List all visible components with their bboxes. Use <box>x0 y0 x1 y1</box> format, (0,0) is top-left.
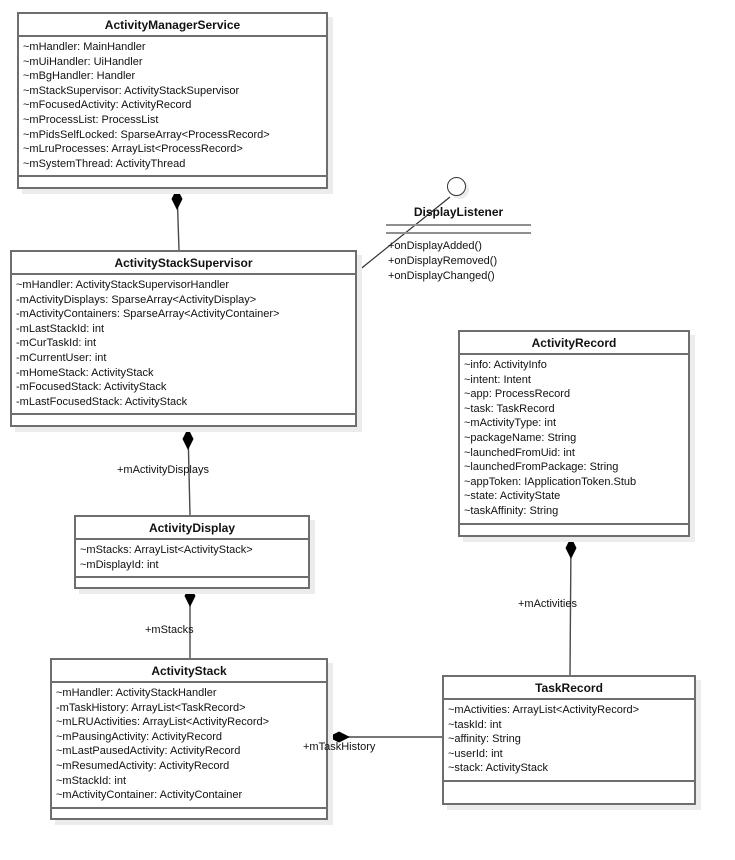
attribute-row: ~mLastPausedActivity: ActivityRecord <box>56 745 241 758</box>
class-name: ActivityStackSupervisor <box>12 252 355 275</box>
interface-separator-rule <box>386 224 531 226</box>
attribute-row: ~mProcessList: ProcessList <box>23 113 159 126</box>
attribute-row: -mActivityContainers: SparseArray<Activi… <box>16 308 280 321</box>
attributes-compartment: ~mHandler: ActivityStackHandler -mTaskHis… <box>52 683 326 809</box>
association-label-mactivities: +mActivities <box>518 598 577 610</box>
attributes-compartment: ~mStacks: ArrayList<ActivityStack> ~mDisp… <box>76 540 308 579</box>
attribute-row: ~intent: Intent <box>464 373 531 386</box>
attribute-row: ~mFocusedActivity: ActivityRecord <box>23 99 192 112</box>
class-name: ActivityRecord <box>460 332 688 355</box>
class-task-record[interactable]: TaskRecord ~mActivities: ArrayList<Activ… <box>442 675 696 805</box>
attribute-row: ~taskId: int <box>448 718 502 731</box>
attribute-row: ~mStacks: ArrayList<ActivityStack> <box>80 544 253 556</box>
attribute-row: ~appToken: IApplicationToken.Stub <box>464 475 637 488</box>
attribute-row: +onDisplayChanged() <box>388 270 495 283</box>
attributes-compartment: ~mHandler: ActivityStackSupervisorHandle… <box>12 275 355 416</box>
attribute-row: ~task: TaskRecord <box>464 402 555 415</box>
composition-diamond-supervisor <box>182 428 194 450</box>
attribute-row: ~mStackSupervisor: ActivityStackSupervis… <box>23 84 240 97</box>
attribute-row: ~packageName: String <box>464 431 577 444</box>
attribute-row: ~mBgHandler: Handler <box>23 70 136 83</box>
interface-lollipop-icon[interactable] <box>447 177 466 196</box>
attribute-row: ~mDisplayId: int <box>80 558 159 571</box>
class-name: TaskRecord <box>444 677 694 700</box>
composition-diamond-record <box>565 537 577 559</box>
attribute-row: -mTaskHistory: ArrayList<TaskRecord> <box>56 701 246 714</box>
interface-name: DisplayListener <box>413 205 504 219</box>
class-name: ActivityDisplay <box>76 517 308 540</box>
attribute-row: +onDisplayRemoved() <box>388 255 498 268</box>
attribute-row: +onDisplayAdded() <box>388 240 482 252</box>
attribute-row: ~mLruProcesses: ArrayList<ProcessRecord> <box>23 143 243 156</box>
attribute-row: ~userId: int <box>448 747 503 760</box>
association-label-mstacks: +mStacks <box>145 624 194 636</box>
attribute-row: -mFocusedStack: ActivityStack <box>16 381 167 394</box>
interface-operations: +onDisplayAdded() +onDisplayRemoved() +onD… <box>388 239 497 285</box>
attribute-row: ~mActivityContainer: ActivityContainer <box>56 789 243 802</box>
attribute-row: ~mHandler: MainHandler <box>23 41 146 53</box>
attribute-row: -mHomeStack: ActivityStack <box>16 366 154 379</box>
class-activity-display[interactable]: ActivityDisplay ~mStacks: ArrayList<Acti… <box>74 515 310 590</box>
attributes-compartment: ~mHandler: MainHandler ~mUiHandler: UiHan… <box>19 37 326 178</box>
attribute-row: ~mActivityType: int <box>464 417 557 430</box>
attribute-row: ~mStackId: int <box>56 774 127 787</box>
attribute-row: ~mLRUActivities: ArrayList<ActivityRecor… <box>56 716 270 729</box>
attribute-row: ~mActivities: ArrayList<ActivityRecord> <box>448 704 640 716</box>
connector-supervisor-displaylistener <box>357 196 451 272</box>
association-label-mactivitydisplays: +mActivityDisplays <box>117 464 209 476</box>
attribute-row: ~mResumedActivity: ActivityRecord <box>56 759 230 772</box>
class-activity-stack[interactable]: ActivityStack ~mHandler: ActivityStackHa… <box>50 658 328 820</box>
operations-compartment-empty <box>76 578 308 588</box>
attributes-compartment: ~mActivities: ArrayList<ActivityRecord> ~… <box>444 700 694 782</box>
class-activity-record[interactable]: ActivityRecord ~info: ActivityInfo ~inten… <box>458 330 690 537</box>
attribute-row: ~mSystemThread: ActivityThread <box>23 157 186 170</box>
operations-compartment-empty <box>52 808 326 818</box>
attribute-row: -mLastFocusedStack: ActivityStack <box>16 395 188 408</box>
attribute-row: ~info: ActivityInfo <box>464 359 547 371</box>
attribute-row: ~launchedFromUid: int <box>464 446 575 459</box>
attribute-row: ~mUiHandler: UiHandler <box>23 55 143 68</box>
connector-record-task <box>569 538 572 676</box>
class-name: ActivityStack <box>52 660 326 683</box>
attribute-row: ~taskAffinity: String <box>464 504 559 517</box>
attributes-compartment: ~info: ActivityInfo ~intent: Intent ~app: … <box>460 355 688 525</box>
class-name: ActivityManagerService <box>19 14 326 37</box>
attribute-row: -mActivityDisplays: SparseArray<Activity… <box>16 293 257 306</box>
interface-separator-rule <box>386 232 531 234</box>
attribute-row: ~affinity: String <box>448 733 521 746</box>
attribute-row: ~stack: ActivityStack <box>448 762 548 775</box>
attribute-row: ~mHandler: ActivityStackSupervisorHandle… <box>16 279 230 291</box>
operations-compartment-empty <box>444 781 694 803</box>
attribute-row: ~mHandler: ActivityStackHandler <box>56 687 217 699</box>
attribute-row: ~mPidsSelfLocked: SparseArray<ProcessRec… <box>23 128 270 141</box>
association-label-mtaskhistory: +mTaskHistory <box>303 741 376 753</box>
composition-diamond-display <box>184 585 196 607</box>
attribute-row: -mLastStackId: int <box>16 322 105 335</box>
composition-diamond-stack <box>328 731 350 743</box>
attribute-row: -mCurTaskId: int <box>16 337 97 350</box>
attribute-row: -mCurrentUser: int <box>16 351 107 364</box>
attribute-row: ~app: ProcessRecord <box>464 388 571 401</box>
class-activity-stack-supervisor[interactable]: ActivityStackSupervisor ~mHandler: Activ… <box>10 250 357 428</box>
operations-compartment-empty <box>19 177 326 188</box>
attribute-row: ~state: ActivityState <box>464 490 561 503</box>
class-activity-manager-service[interactable]: ActivityManagerService ~mHandler: MainHa… <box>17 12 328 190</box>
operations-compartment-empty <box>460 524 688 535</box>
attribute-row: ~mPausingActivity: ActivityRecord <box>56 730 222 743</box>
composition-diamond-ams <box>171 188 183 210</box>
operations-compartment-empty <box>12 415 355 426</box>
attribute-row: ~launchedFromPackage: String <box>464 461 619 474</box>
